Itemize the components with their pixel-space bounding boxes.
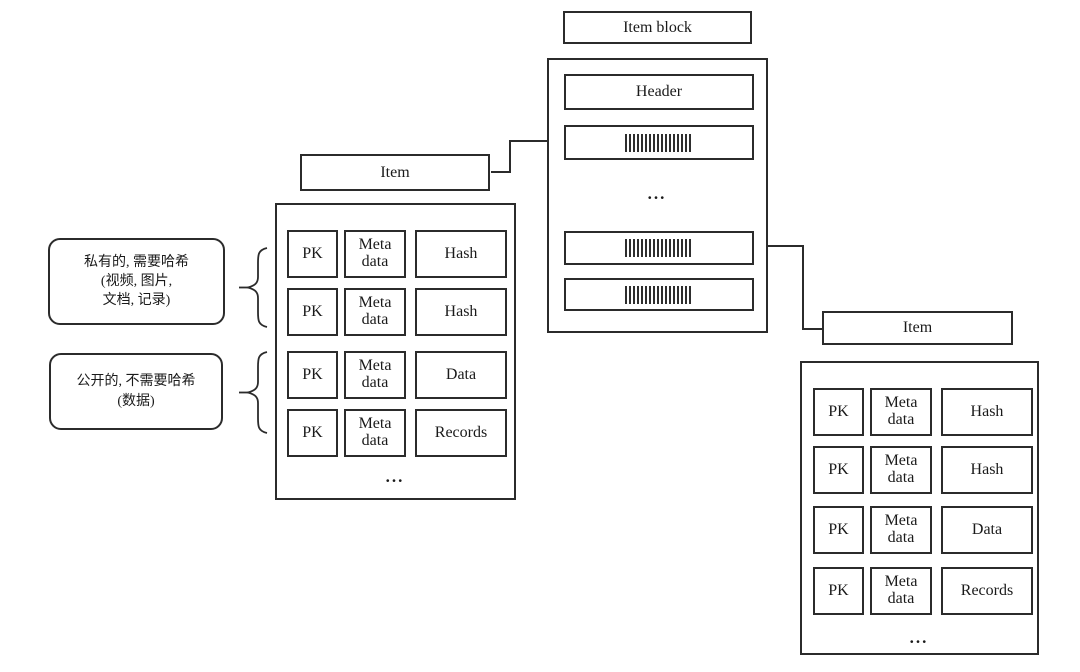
right-item-title: Item	[822, 311, 1013, 345]
block-hash-entry-1	[564, 125, 754, 160]
payload-cell: Hash	[941, 446, 1033, 494]
payload-cell: Hash	[415, 288, 507, 336]
table-row: PK Meta data Data	[813, 506, 1033, 554]
meta-data-cell: Meta data	[870, 446, 932, 494]
annotation-private-hash: 私有的, 需要哈希 (视频, 图片, 文档, 记录)	[48, 238, 225, 325]
brace-public-rows	[239, 351, 268, 434]
brace-private-rows	[239, 247, 268, 328]
pk-cell: PK	[813, 388, 864, 436]
pk-cell: PK	[813, 506, 864, 554]
payload-cell: Data	[415, 351, 507, 399]
table-row: PK Meta data Records	[287, 409, 507, 457]
annotation-line: 公开的, 不需要哈希	[76, 374, 196, 390]
meta-data-cell: Meta data	[344, 230, 406, 278]
meta-data-cell: Meta data	[870, 506, 932, 554]
right-item-title-label: Item	[902, 319, 933, 337]
hash-barcode-icon	[625, 239, 693, 257]
hash-barcode-icon	[625, 133, 693, 152]
payload-cell: Hash	[941, 388, 1033, 436]
annotation-line: 私有的, 需要哈希	[84, 254, 189, 270]
left-item-title-label: Item	[380, 163, 410, 181]
meta-data-cell: Meta data	[344, 409, 406, 457]
meta-data-cell: Meta data	[870, 388, 932, 436]
left-item-title: Item	[300, 154, 490, 191]
block-header-label: Header	[635, 83, 683, 101]
annotation-line: 文档, 记录)	[102, 293, 171, 309]
payload-cell: Hash	[415, 230, 507, 278]
table-row: PK Meta data Data	[287, 351, 507, 399]
block-entries-ellipsis: ...	[647, 184, 667, 203]
payload-cell: Records	[415, 409, 507, 457]
annotation-public-data: 公开的, 不需要哈希 (数据)	[49, 353, 223, 430]
payload-cell: Data	[941, 506, 1033, 554]
item-block-title-label: Item block	[623, 18, 692, 36]
annotation-line: (视频, 图片,	[100, 273, 173, 289]
item-block-container: Header ...	[547, 58, 768, 333]
left-item-ellipsis: ...	[385, 467, 405, 486]
pk-cell: PK	[287, 409, 338, 457]
block-hash-entry-3	[564, 278, 754, 311]
block-header-box: Header	[564, 74, 754, 110]
table-row: PK Meta data Hash	[813, 446, 1033, 494]
pk-cell: PK	[287, 230, 338, 278]
meta-data-cell: Meta data	[344, 288, 406, 336]
table-row: PK Meta data Hash	[287, 288, 507, 336]
table-row: PK Meta data Records	[813, 567, 1033, 615]
meta-data-cell: Meta data	[344, 351, 406, 399]
pk-cell: PK	[287, 288, 338, 336]
hash-barcode-icon	[625, 285, 693, 304]
meta-data-cell: Meta data	[870, 567, 932, 615]
table-row: PK Meta data Hash	[813, 388, 1033, 436]
pk-cell: PK	[813, 446, 864, 494]
pk-cell: PK	[287, 351, 338, 399]
block-hash-entry-2	[564, 231, 754, 265]
right-item-table: PK Meta data Hash PK Meta data Hash PK M…	[800, 361, 1039, 655]
left-item-table: PK Meta data Hash PK Meta data Hash PK M…	[275, 203, 516, 500]
item-block-title: Item block	[563, 11, 752, 44]
annotation-line: (数据)	[117, 393, 155, 409]
pk-cell: PK	[813, 567, 864, 615]
right-item-ellipsis: ...	[909, 628, 929, 647]
payload-cell: Records	[941, 567, 1033, 615]
table-row: PK Meta data Hash	[287, 230, 507, 278]
